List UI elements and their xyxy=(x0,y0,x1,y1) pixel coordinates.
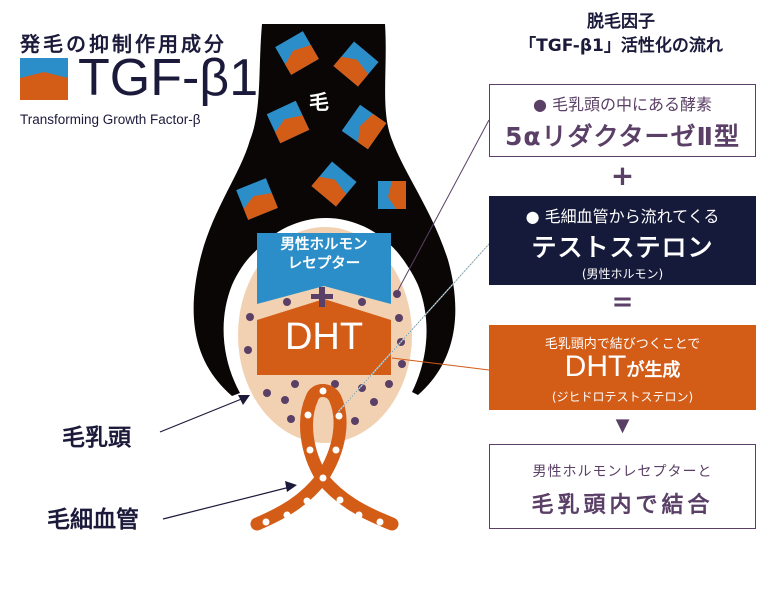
step1-caption: ● 毛乳頭の中にある酵素 xyxy=(532,95,713,114)
step3-caption: 毛乳頭内で結びつくことで xyxy=(544,337,701,352)
capillary-label: 毛細血管 xyxy=(47,507,139,533)
tgf-particles xyxy=(236,31,406,220)
flow-title-line2: 「TGF-β1」活性化の流れ xyxy=(519,36,723,56)
flow-step-dht: 毛乳頭内で結びつくことで DHTが生成 (ジヒドロテストステロン) xyxy=(489,325,756,410)
receptor-label: 男性ホルモン レセプター xyxy=(257,236,391,274)
step4-heading: 毛乳頭内で結合 xyxy=(531,493,714,518)
receptor-shape xyxy=(257,233,391,304)
flow-step-testosterone: ● 毛細血管から流れてくる テストステロン (男性ホルモン) xyxy=(489,196,756,285)
blood-cells xyxy=(262,387,384,526)
down-arrow-icon: ▼ xyxy=(615,415,630,436)
step3-rest: が生成 xyxy=(626,360,681,381)
receptor-label-line2: レセプター xyxy=(287,256,361,272)
subtitle: 発毛の抑制作用成分 xyxy=(20,32,227,56)
enzyme-dots xyxy=(244,290,406,425)
step4-caption: 男性ホルモンレセプターと xyxy=(532,464,713,480)
dht-label: DHT xyxy=(284,316,364,358)
papilla-label: 毛乳頭 xyxy=(62,425,131,451)
tgf-logo-icon xyxy=(20,58,68,100)
logo-text: TGF-β1 xyxy=(78,49,259,107)
step2-note: (男性ホルモン) xyxy=(581,267,664,281)
flow-title: 脱毛因子 「TGF-β1」活性化の流れ xyxy=(482,10,760,58)
step3-note: (ジヒドロテストステロン) xyxy=(551,390,694,404)
step2-heading: テストステロン xyxy=(531,233,714,262)
step2-caption: ● 毛細血管から流れてくる xyxy=(525,207,720,226)
dht-shape xyxy=(257,299,391,375)
hair-shaft xyxy=(193,24,456,396)
hair-label: 毛 xyxy=(309,90,329,114)
logo-subtitle: Transforming Growth Factor-β xyxy=(20,112,201,127)
receptor-label-line1: 男性ホルモン xyxy=(280,237,368,253)
step1-heading: 5αリダクターゼⅡ型 xyxy=(504,122,741,151)
step3-heading: DHTが生成 xyxy=(489,352,756,386)
equals-operator: = xyxy=(611,287,634,317)
plus-operator: + xyxy=(610,159,635,192)
flow-step-enzyme: ● 毛乳頭の中にある酵素 5αリダクターゼⅡ型 xyxy=(489,84,756,157)
flow-title-line1: 脱毛因子 xyxy=(587,12,655,32)
flow-step-binding: 男性ホルモンレセプターと 毛乳頭内で結合 xyxy=(489,444,756,529)
step3-dht: DHT xyxy=(564,350,627,383)
